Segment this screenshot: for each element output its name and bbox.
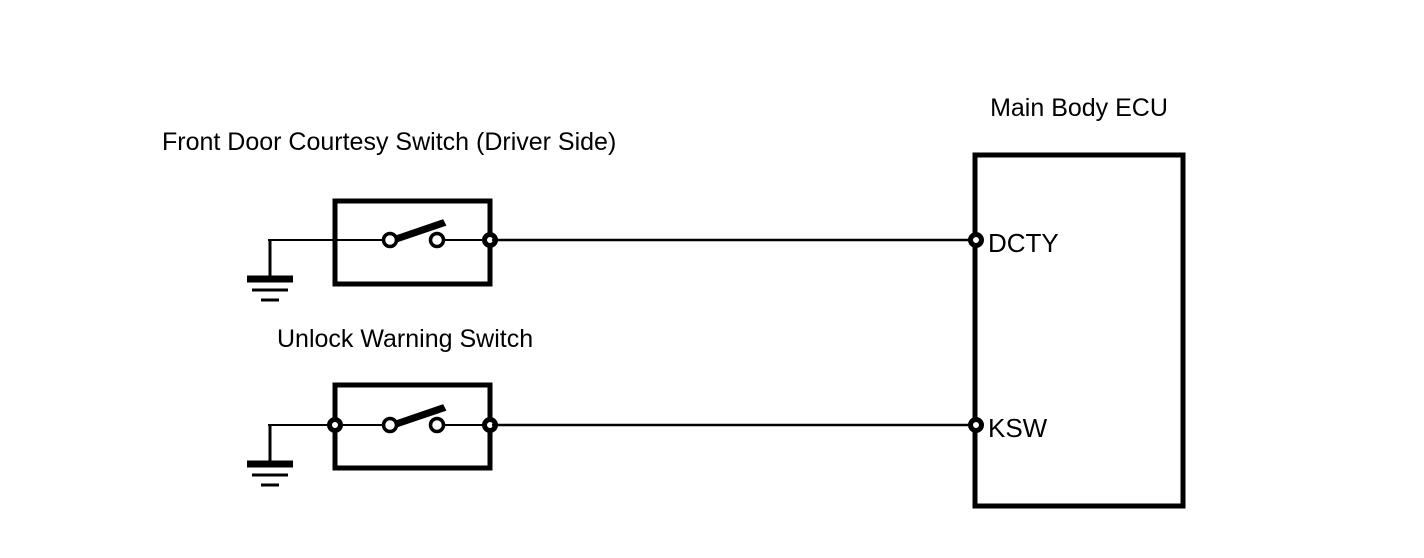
- ecu-pin-dcty: [968, 232, 984, 248]
- front-door-courtesy-switch-label: Front Door Courtesy Switch (Driver Side): [162, 128, 616, 156]
- switch-contact-left-upper: [381, 231, 399, 249]
- ecu-pin-ksw-label: KSW: [988, 413, 1048, 443]
- switch-contact-right-lower: [428, 416, 446, 434]
- unlock-warning-switch-group[interactable]: [247, 382, 976, 487]
- ecu-pin-ksw: [968, 417, 984, 433]
- switch-contact-right-upper: [428, 231, 446, 249]
- main-body-ecu-title: Main Body ECU: [990, 94, 1168, 122]
- unlock-warning-switch-label: Unlock Warning Switch: [277, 325, 533, 353]
- ecu-pin-dcty-label: DCTY: [988, 228, 1059, 258]
- front-door-courtesy-switch-box: [332, 198, 493, 287]
- unlock-warning-switch-box: [332, 382, 493, 471]
- main-body-ecu-group[interactable]: Main Body ECU DCTY KSW: [968, 94, 1186, 509]
- main-body-ecu-box: [972, 152, 1186, 509]
- switch-terminal-left-lower: [327, 417, 343, 433]
- switch-contact-left-lower: [381, 416, 399, 434]
- front-door-courtesy-switch-group[interactable]: [247, 198, 976, 302]
